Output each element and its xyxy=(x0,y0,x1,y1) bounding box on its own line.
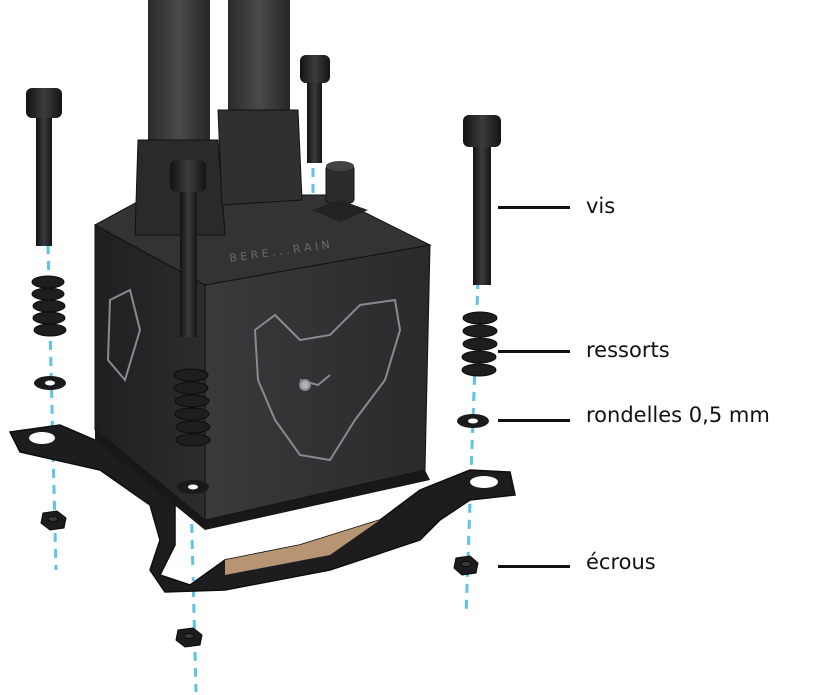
leader-line-nuts xyxy=(498,565,570,568)
nut-right xyxy=(453,555,479,576)
screw-left xyxy=(26,88,62,246)
leader-line-screws xyxy=(498,206,570,209)
spring-icon xyxy=(31,275,498,447)
washer-left xyxy=(34,376,66,390)
washer-icon xyxy=(34,376,489,494)
callout-springs: ressorts xyxy=(586,338,670,362)
callout-screws: vis xyxy=(586,194,616,218)
fill-port xyxy=(312,161,368,222)
screw-right xyxy=(463,115,501,285)
washer-right xyxy=(457,414,489,428)
spring-right xyxy=(461,311,498,377)
screw-icon xyxy=(26,55,501,337)
bear-logo-icon xyxy=(106,288,402,462)
nut-front xyxy=(175,627,203,648)
screw-back xyxy=(300,55,330,163)
spring-left xyxy=(31,275,67,337)
nut-left xyxy=(40,510,67,531)
hoses xyxy=(134,0,303,236)
callout-washers: rondelles 0,5 mm xyxy=(586,403,770,427)
callout-nuts: écrous xyxy=(586,550,656,574)
leader-line-springs xyxy=(498,350,570,353)
spring-front xyxy=(173,368,211,447)
leader-line-washers xyxy=(498,419,570,422)
pump-body: B E R E . . . R A I N xyxy=(93,194,432,530)
washer-front xyxy=(177,480,209,494)
screw-front xyxy=(170,160,206,337)
nut-icon xyxy=(40,510,479,648)
